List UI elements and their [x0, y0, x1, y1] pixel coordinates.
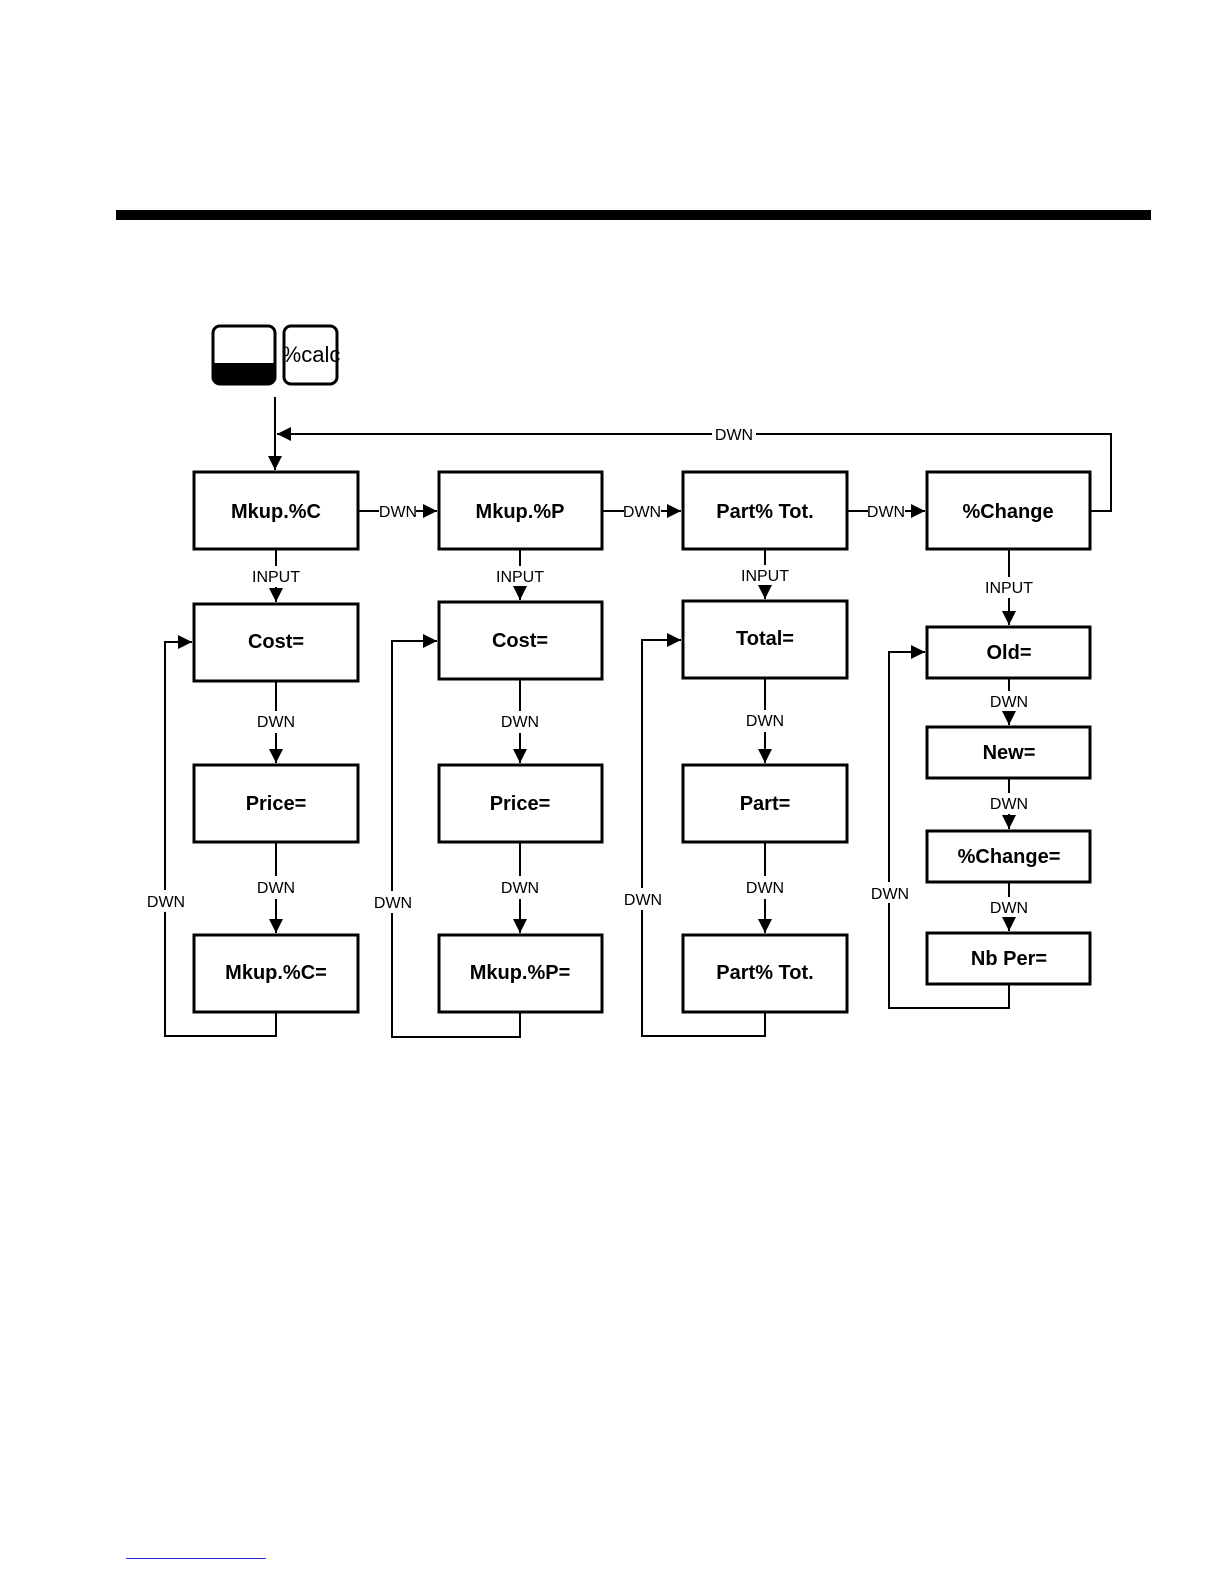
svg-text:DWN: DWN — [746, 713, 784, 730]
svg-text:INPUT: INPUT — [985, 580, 1033, 597]
svg-text:DWN: DWN — [374, 895, 412, 912]
svg-text:Mkup.%C: Mkup.%C — [231, 501, 321, 523]
svg-text:Part% Tot.: Part% Tot. — [716, 501, 813, 523]
prompt-part[interactable]: Part= — [683, 765, 847, 842]
svg-text:INPUT: INPUT — [252, 569, 300, 586]
prompt-cost[interactable]: Cost= — [439, 602, 602, 679]
prompt-nb-per[interactable]: Nb Per= — [927, 933, 1090, 984]
svg-text:INPUT: INPUT — [741, 568, 789, 585]
svg-text:DWN: DWN — [867, 504, 905, 521]
svg-text:Price=: Price= — [246, 793, 307, 815]
prompt-mkup-pct-price[interactable]: Mkup.%P= — [439, 935, 602, 1012]
shift-key[interactable] — [213, 326, 275, 384]
svg-text:DWN: DWN — [257, 880, 295, 897]
svg-text:DWN: DWN — [624, 892, 662, 909]
svg-text:Mkup.%P=: Mkup.%P= — [470, 962, 571, 984]
svg-text:Mkup.%P: Mkup.%P — [476, 501, 565, 523]
svg-text:DWN: DWN — [746, 880, 784, 897]
svg-text:Cost=: Cost= — [492, 630, 548, 652]
prompt-old[interactable]: Old= — [927, 627, 1090, 678]
svg-text:Part=: Part= — [740, 793, 791, 815]
prompt-price[interactable]: Price= — [439, 765, 602, 842]
pct-calc-key[interactable]: %calc — [282, 326, 341, 384]
svg-text:DWN: DWN — [501, 880, 539, 897]
prompt-price[interactable]: Price= — [194, 765, 358, 842]
prompt-new[interactable]: New= — [927, 727, 1090, 778]
prompt-part-pct-total[interactable]: Part% Tot. — [683, 935, 847, 1012]
menu-pct-change[interactable]: %Change — [927, 472, 1090, 549]
prompt-total[interactable]: Total= — [683, 601, 847, 678]
footer-link-underline[interactable] — [126, 1558, 266, 1559]
svg-text:DWN: DWN — [379, 504, 417, 521]
svg-text:Nb Per=: Nb Per= — [971, 948, 1047, 970]
svg-text:INPUT: INPUT — [496, 569, 544, 586]
svg-text:DWN: DWN — [990, 900, 1028, 917]
svg-text:Total=: Total= — [736, 628, 794, 650]
svg-text:%Change=: %Change= — [958, 846, 1061, 868]
svg-text:DWN: DWN — [990, 694, 1028, 711]
svg-text:DWN: DWN — [257, 714, 295, 731]
svg-text:%Change: %Change — [962, 501, 1053, 523]
menu-part-pct-total[interactable]: Part% Tot. — [683, 472, 847, 549]
svg-text:Old=: Old= — [986, 642, 1031, 664]
svg-text:DWN: DWN — [501, 714, 539, 731]
svg-text:DWN: DWN — [871, 886, 909, 903]
menu-mkup-pct-cost[interactable]: Mkup.%C — [194, 472, 358, 549]
svg-text:DWN: DWN — [147, 894, 185, 911]
svg-text:DWN: DWN — [990, 796, 1028, 813]
svg-text:Cost=: Cost= — [248, 631, 304, 653]
svg-text:Price=: Price= — [490, 793, 551, 815]
svg-text:Mkup.%C=: Mkup.%C= — [225, 962, 327, 984]
svg-text:New=: New= — [983, 742, 1036, 764]
prompt-mkup-pct-cost[interactable]: Mkup.%C= — [194, 935, 358, 1012]
prompt-pct-change[interactable]: %Change= — [927, 831, 1090, 882]
menu-mkup-pct-price[interactable]: Mkup.%P — [439, 472, 602, 549]
pct-calc-key-label: %calc — [282, 342, 341, 367]
svg-text:DWN: DWN — [623, 504, 661, 521]
svg-text:Part% Tot.: Part% Tot. — [716, 962, 813, 984]
prompt-cost[interactable]: Cost= — [194, 604, 358, 681]
loop-dwn-label: DWN — [715, 427, 753, 444]
